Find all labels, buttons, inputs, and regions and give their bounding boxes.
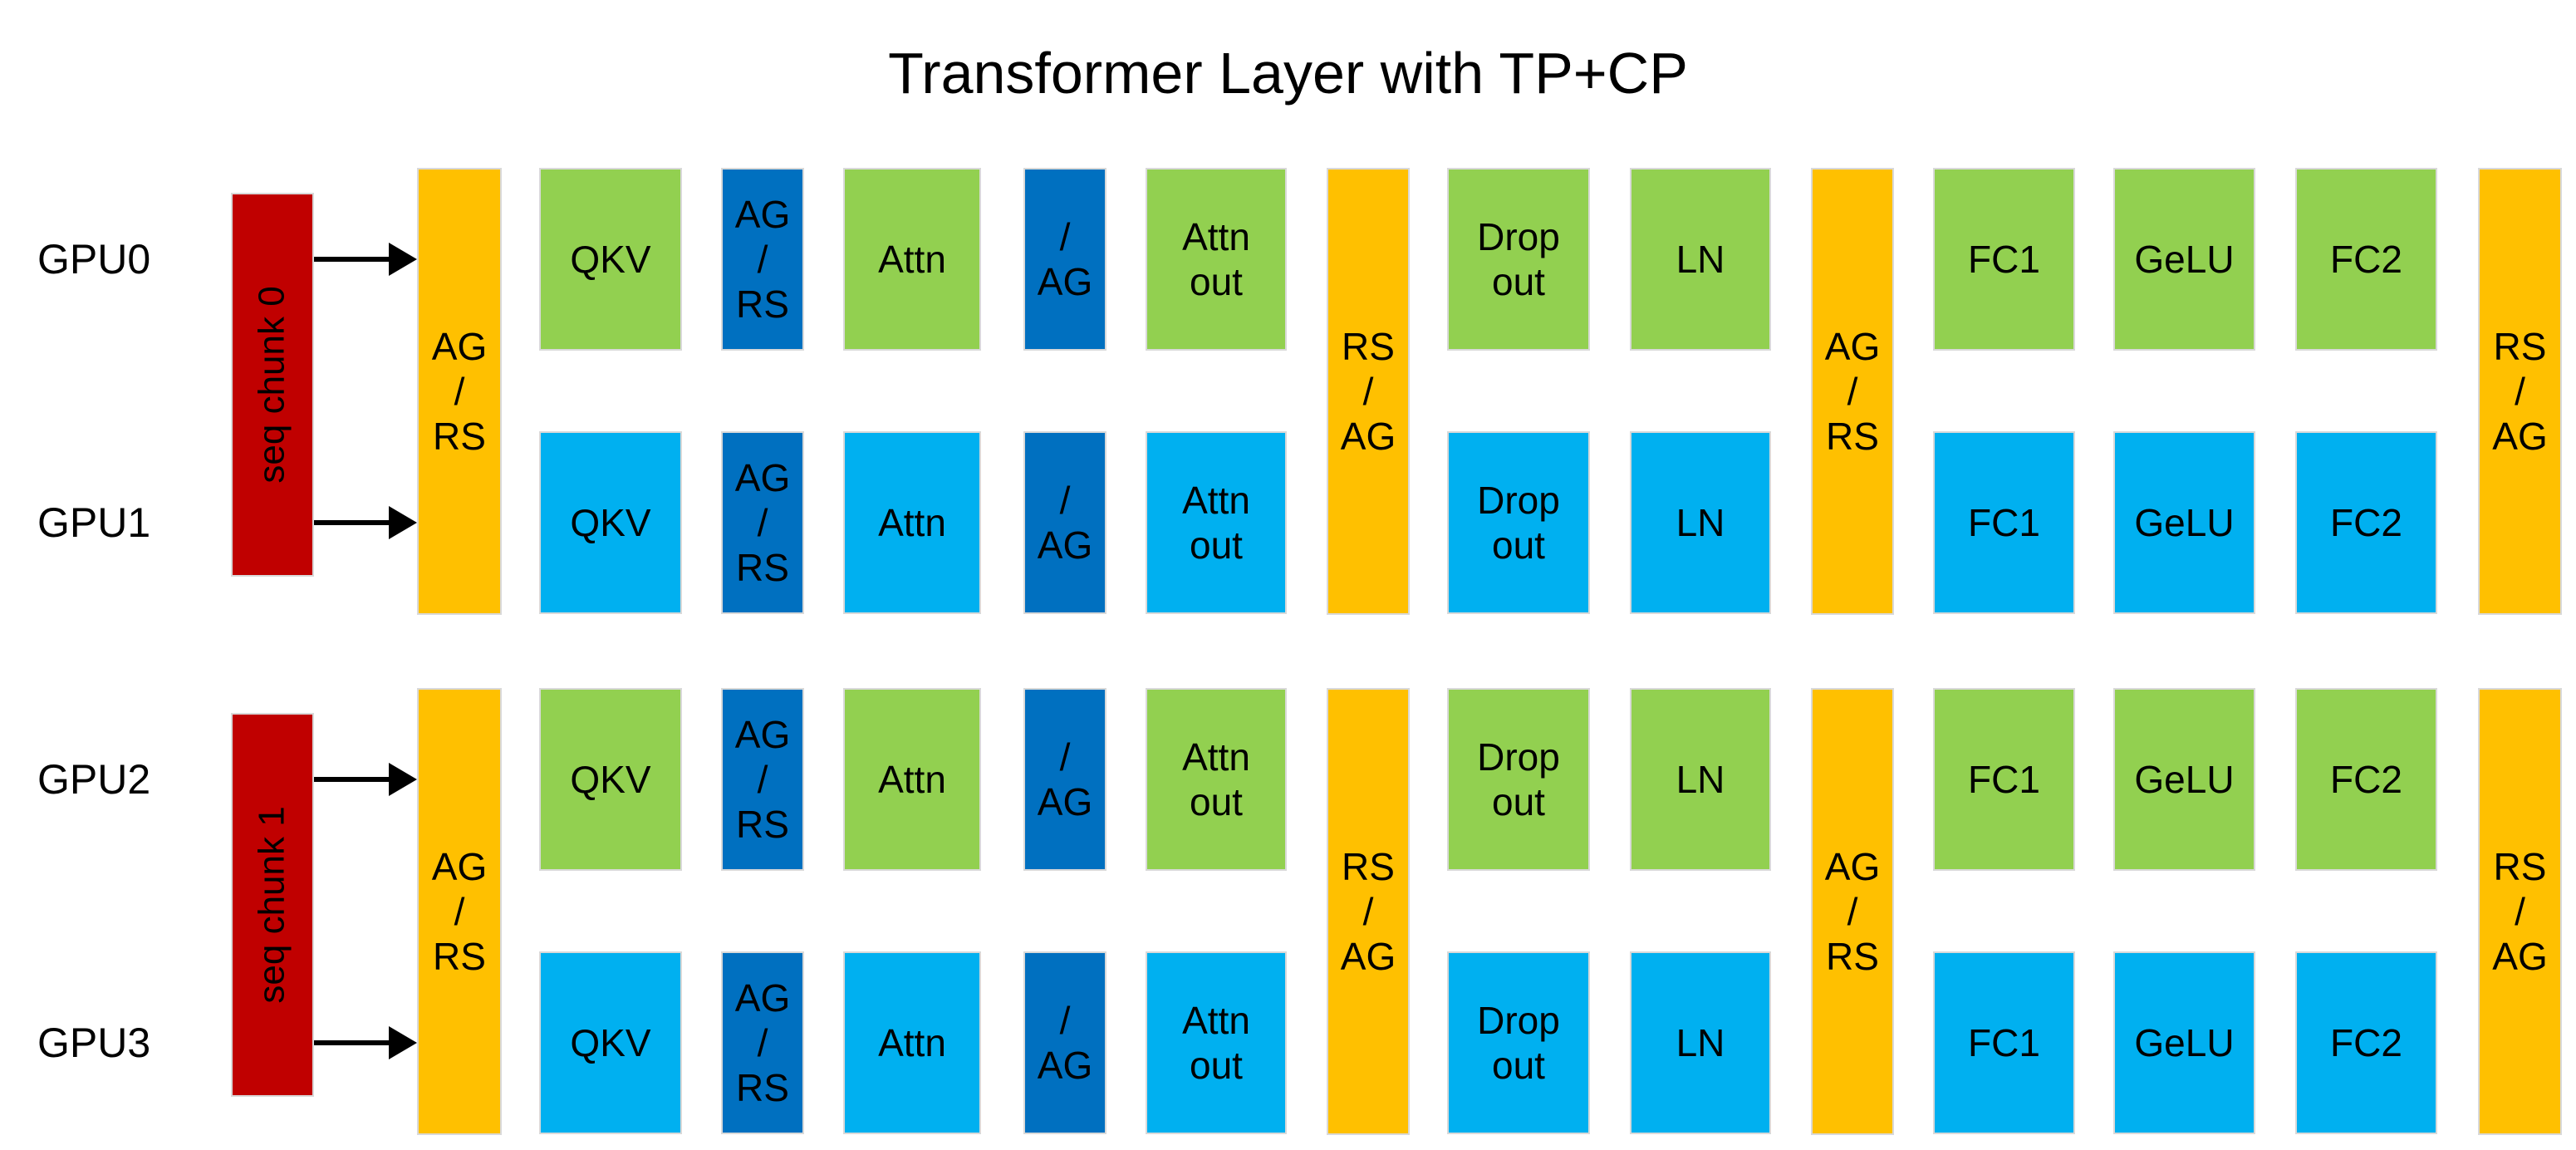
compute-op-block: QKV (539, 168, 682, 351)
arrow-line (314, 520, 389, 525)
comm-op-block: AG / RS (721, 688, 804, 871)
arrow-head (389, 763, 417, 796)
compute-op-block: FC2 (2295, 951, 2437, 1134)
compute-op-block: Drop out (1447, 168, 1590, 351)
comm-op-block: / AG (1023, 688, 1106, 871)
comm-bar: AG / RS (1811, 168, 1894, 615)
compute-op-block: Attn (843, 431, 981, 614)
compute-op-block: Attn out (1146, 688, 1287, 871)
arrow-line (314, 777, 389, 782)
gpu-label: GPU3 (37, 1020, 151, 1066)
gpu-label: GPU2 (37, 756, 151, 803)
compute-op-block: QKV (539, 431, 682, 614)
comm-bar: RS / AG (1327, 168, 1410, 615)
compute-op-block: LN (1630, 951, 1771, 1134)
compute-op-block: Attn (843, 951, 981, 1134)
seq-chunk-label: seq chunk 1 (252, 806, 293, 1004)
compute-op-block: FC1 (1933, 951, 2075, 1134)
seq-chunk-block: seq chunk 1 (231, 713, 314, 1097)
gpu-label: GPU1 (37, 499, 151, 546)
compute-op-block: GeLU (2113, 168, 2255, 351)
compute-op-block: FC2 (2295, 688, 2437, 871)
diagram-title: Transformer Layer with TP+CP (888, 41, 1688, 106)
arrow-head (389, 1026, 417, 1059)
compute-op-block: FC2 (2295, 168, 2437, 351)
compute-op-block: QKV (539, 688, 682, 871)
compute-op-block: LN (1630, 431, 1771, 614)
comm-bar: AG / RS (1811, 688, 1894, 1135)
compute-op-block: FC1 (1933, 431, 2075, 614)
comm-op-block: / AG (1023, 951, 1106, 1134)
compute-op-block: QKV (539, 951, 682, 1134)
arrow-head (389, 243, 417, 276)
compute-op-block: Drop out (1447, 688, 1590, 871)
compute-op-block: GeLU (2113, 688, 2255, 871)
comm-bar: AG / RS (417, 168, 502, 615)
compute-op-block: GeLU (2113, 951, 2255, 1134)
comm-op-block: AG / RS (721, 168, 804, 351)
flow-arrow-icon (314, 506, 417, 539)
comm-op-block: AG / RS (721, 951, 804, 1134)
compute-op-block: Attn out (1146, 431, 1287, 614)
arrow-head (389, 506, 417, 539)
seq-chunk-label: seq chunk 0 (252, 286, 293, 484)
compute-op-block: Attn out (1146, 951, 1287, 1134)
flow-arrow-icon (314, 1026, 417, 1059)
compute-op-block: FC1 (1933, 688, 2075, 871)
compute-op-block: LN (1630, 168, 1771, 351)
compute-op-block: FC2 (2295, 431, 2437, 614)
arrow-line (314, 257, 389, 262)
comm-bar: AG / RS (417, 688, 502, 1135)
comm-bar: RS / AG (1327, 688, 1410, 1135)
seq-chunk-block: seq chunk 0 (231, 193, 314, 577)
compute-op-block: Attn (843, 168, 981, 351)
flow-arrow-icon (314, 243, 417, 276)
compute-op-block: Attn (843, 688, 981, 871)
comm-op-block: / AG (1023, 431, 1106, 614)
comm-op-block: / AG (1023, 168, 1106, 351)
compute-op-block: FC1 (1933, 168, 2075, 351)
arrow-line (314, 1040, 389, 1045)
compute-op-block: Drop out (1447, 951, 1590, 1134)
compute-op-block: LN (1630, 688, 1771, 871)
compute-op-block: Attn out (1146, 168, 1287, 351)
flow-arrow-icon (314, 763, 417, 796)
comm-op-block: AG / RS (721, 431, 804, 614)
comm-bar: RS / AG (2478, 688, 2562, 1135)
gpu-label: GPU0 (37, 236, 151, 283)
compute-op-block: GeLU (2113, 431, 2255, 614)
comm-bar: RS / AG (2478, 168, 2562, 615)
compute-op-block: Drop out (1447, 431, 1590, 614)
